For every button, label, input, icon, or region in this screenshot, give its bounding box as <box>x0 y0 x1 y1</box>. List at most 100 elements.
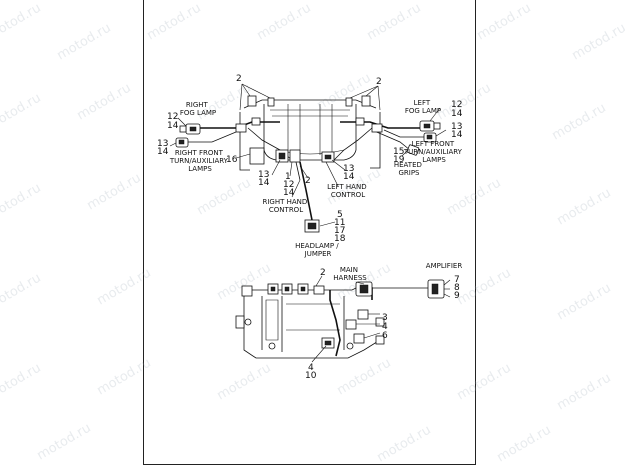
watermark-text: motod.ru <box>85 171 144 214</box>
watermark-text: motod.ru <box>445 176 504 219</box>
ref-number: 14 <box>343 172 355 182</box>
watermark-text: motod.ru <box>0 361 44 404</box>
harness-connector <box>235 123 247 133</box>
harness-connector <box>355 117 365 126</box>
diagram-frame <box>143 0 476 465</box>
watermark-text: motod.ru <box>435 81 494 124</box>
ref-number: 10 <box>305 371 317 381</box>
heated-grip-harness <box>371 129 411 151</box>
mount-boss <box>361 95 371 107</box>
ref-number: 2 <box>320 268 326 278</box>
watermark-text: motod.ru <box>570 21 625 64</box>
harness-connector <box>313 285 325 295</box>
side-mount <box>235 315 245 329</box>
connector-pin-block <box>278 152 286 160</box>
watermark-text: motod.ru <box>145 1 204 44</box>
main-harness-trunk <box>329 290 341 357</box>
harness-connector <box>345 319 357 330</box>
bracket-window <box>265 299 279 341</box>
fairing-left-frame <box>239 112 250 171</box>
watermark-text: motod.ru <box>375 423 434 466</box>
left-hand-control-label: LEFT HAND CONTROL <box>327 183 369 199</box>
watermark-text: motod.ru <box>0 181 44 224</box>
ref-number: 14 <box>258 178 270 188</box>
ref-number: 15 <box>393 147 404 157</box>
left-harness-run <box>333 127 373 161</box>
ref-number: 4 <box>308 363 314 373</box>
watermark-text: motod.ru <box>475 1 534 44</box>
bracket-outline <box>243 290 381 359</box>
watermark-text: motod.ru <box>55 21 114 64</box>
watermark-text: motod.ru <box>555 186 614 229</box>
ref-number: 13 <box>451 122 462 132</box>
watermark-text: motod.ru <box>195 176 254 219</box>
ref-number: 11 <box>334 218 345 228</box>
left-fog-lamp-connector <box>419 120 441 132</box>
watermark-text: motod.ru <box>555 371 614 414</box>
left-fog-lamp-label: LEFT FOG LAMP <box>405 99 441 115</box>
leader-lines-upper <box>169 83 447 227</box>
watermark-text: motod.ru <box>495 423 554 466</box>
fairing-right-frame <box>370 112 381 169</box>
ref-number: 18 <box>334 234 346 244</box>
side-connector <box>375 335 385 345</box>
ref-number: 13 <box>157 139 168 149</box>
heated-grips-label: HEATED GRIPS <box>394 161 424 177</box>
watermark-text: motod.ru <box>35 421 94 464</box>
mount-boss <box>345 97 353 107</box>
right-fog-lamp-label: RIGHT FOG LAMP <box>180 101 216 117</box>
callout-labels: RIGHT FOG LAMP LEFT FOG LAMP RIGHT FRONT… <box>169 99 464 282</box>
amplifier-label: AMPLIFIER <box>426 262 463 270</box>
connector-pin-block <box>359 284 369 294</box>
headlamp-jumper-label: HEADLAMP / JUMPER <box>295 242 341 258</box>
jumper-branch <box>295 161 301 181</box>
ref-number: 1 <box>285 172 291 182</box>
connector-pin-block <box>284 286 290 292</box>
handlebar-fairing-assembly <box>200 95 420 233</box>
headlamp-jumper-harness <box>299 161 313 221</box>
right-control-connector <box>289 149 301 163</box>
ref-number: 7 <box>454 275 460 285</box>
watermark-text: motod.ru <box>550 101 609 144</box>
ref-number: 14 <box>283 188 295 198</box>
right-front-turn-connector <box>175 131 237 148</box>
mount-hole <box>244 318 252 326</box>
right-hand-control-label: RIGHT HAND CONTROL <box>262 198 309 214</box>
right-fog-lamp-connector <box>179 123 201 135</box>
ref-number: 14 <box>451 130 463 140</box>
mount-boss <box>247 95 257 107</box>
left-front-turn-connector <box>383 129 437 143</box>
ref-number: 5 <box>337 210 343 220</box>
ref-number: 13 <box>258 170 269 180</box>
leader-lines-lower <box>311 275 451 363</box>
watermark-text: motod.ru <box>95 356 154 399</box>
ref-number: 4 <box>382 322 388 332</box>
mount-hole <box>268 342 276 350</box>
ref-number: 12 <box>451 100 462 110</box>
main-harness-label: MAIN HARNESS <box>333 266 367 282</box>
ref-number: 13 <box>343 164 354 174</box>
watermark-text: motod.ru <box>75 81 134 124</box>
ref-number: 14 <box>167 121 179 131</box>
ref-number: 19 <box>393 155 405 165</box>
connector-pin-block <box>300 286 306 292</box>
heated-grips-connector <box>406 144 420 156</box>
watermark-text: motod.ru <box>335 356 394 399</box>
connector-pin-block <box>324 154 332 160</box>
right-bracket-block <box>249 147 265 165</box>
watermark-text: motod.ru <box>365 1 424 44</box>
ref-number: 2 <box>305 176 311 186</box>
corner-mount <box>241 285 253 297</box>
watermark-text: motod.ru <box>0 91 44 134</box>
watermark-text: motod.ru <box>455 266 514 309</box>
main-harness-assembly <box>235 279 445 359</box>
watermark-text: motod.ru <box>255 1 314 44</box>
watermark-text: motod.ru <box>315 71 374 114</box>
mount-hole <box>346 342 354 350</box>
left-front-turn-label: LEFT FRONT TURN/AUXILIARY LAMPS <box>403 140 464 164</box>
ref-number: 16 <box>226 155 238 165</box>
watermark-text: motod.ru <box>0 271 44 314</box>
harness-connector <box>371 123 383 133</box>
